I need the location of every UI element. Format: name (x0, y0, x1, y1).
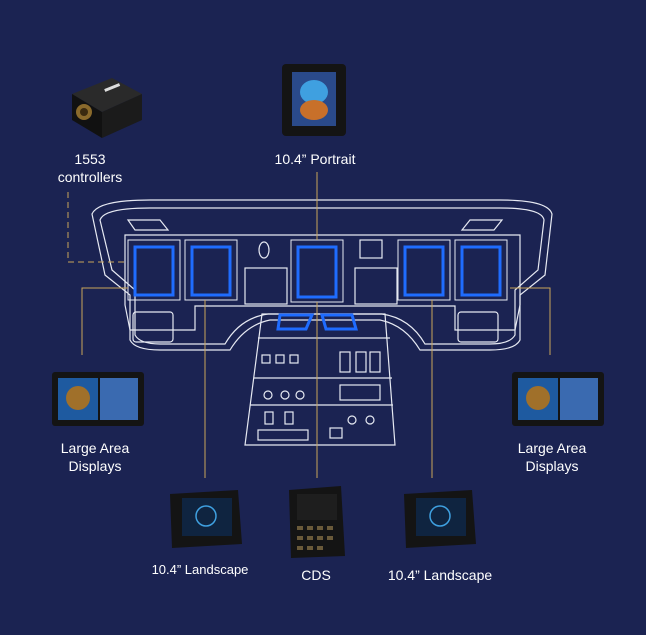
large-area-displays-left-label: Large Area Displays (40, 439, 150, 475)
large-area-right-line2: Displays (525, 458, 579, 474)
cds-label: CDS (301, 567, 331, 583)
landscape-left-label: 10.4” Landscape (151, 562, 249, 577)
landscape-right-label: 10.4” Landscape (387, 567, 493, 583)
portrait-label: 10.4” Portrait (274, 151, 356, 167)
large-area-display-icon (52, 372, 144, 426)
large-area-displays-right-label: Large Area Displays (497, 439, 607, 475)
large-area-left-line1: Large Area (60, 440, 130, 456)
controllers-label: 1553 controllers (40, 150, 140, 186)
large-area-right-line1: Large Area (517, 440, 587, 456)
landscape-display-icon (404, 490, 476, 548)
controllers-label-line2: controllers (57, 169, 123, 185)
large-area-left-line2: Displays (68, 458, 122, 474)
controllers-label-line1: 1553 (74, 151, 106, 167)
controller-box-icon (72, 78, 142, 138)
large-area-display-icon (512, 372, 604, 426)
portrait-display-icon (282, 64, 346, 136)
landscape-display-icon (170, 490, 242, 548)
cds-unit-icon (289, 486, 345, 558)
